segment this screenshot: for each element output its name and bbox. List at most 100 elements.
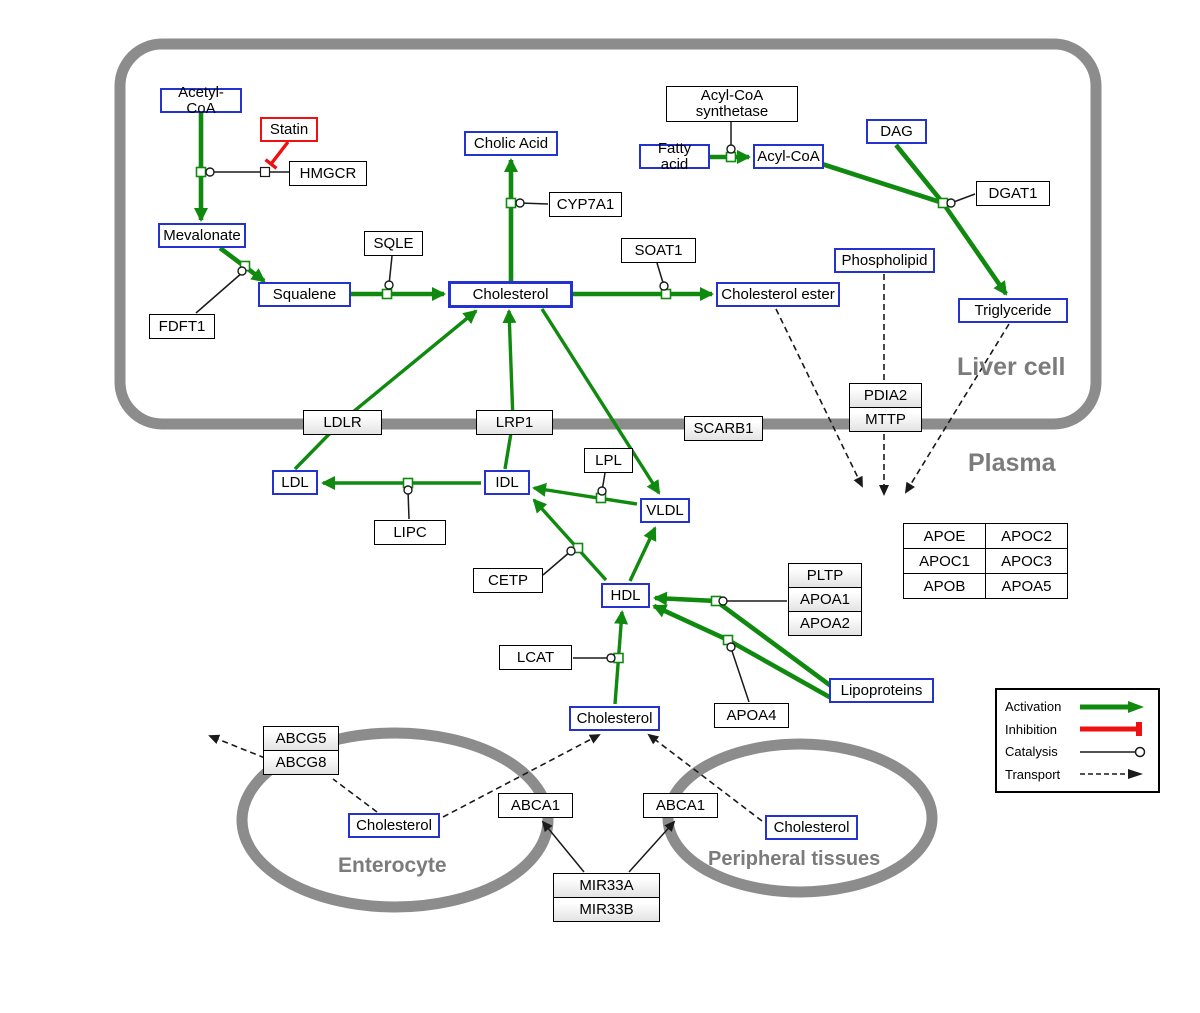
node-lpl[interactable]: LPL <box>584 448 633 473</box>
node-apoc3[interactable]: APOC3 <box>985 548 1068 574</box>
node-mir33a[interactable]: MIR33A <box>553 873 660 898</box>
edge-vldl-idl <box>532 482 638 506</box>
node-lipoproteins[interactable]: Lipoproteins <box>829 678 934 703</box>
node-triglyceride[interactable]: Triglyceride <box>958 298 1068 323</box>
node-vldl[interactable]: VLDL <box>640 498 690 523</box>
label-enterocyte: Enterocyte <box>338 854 447 877</box>
edge-hdl-idl <box>532 498 608 582</box>
edge-mir33-abca1-left <box>541 820 585 873</box>
node-acyl-coa-synthetase[interactable]: Acyl-CoA synthetase <box>666 86 798 122</box>
node-cetp[interactable]: CETP <box>473 568 543 593</box>
edge-peripheral-cholesterol-abca1 <box>647 733 763 822</box>
node-fdft1[interactable]: FDFT1 <box>149 314 215 339</box>
inhibition-tbar-icon <box>1080 722 1142 737</box>
label-peripheral-tissues: Peripheral tissues <box>708 848 881 870</box>
conversion-node <box>725 151 737 163</box>
catalysis-port <box>515 198 525 208</box>
node-cholesterol-plasma[interactable]: Cholesterol <box>569 706 660 731</box>
catalysis-port <box>384 280 394 290</box>
node-apoc2[interactable]: APOC2 <box>985 523 1068 549</box>
legend-row-inhibition: Inhibition <box>1005 721 1150 737</box>
node-acyl-coa[interactable]: Acyl-CoA <box>753 144 824 169</box>
edge-dgat1-triglyceride <box>941 201 1008 296</box>
node-cyp7a1[interactable]: CYP7A1 <box>549 192 622 217</box>
node-hdl[interactable]: HDL <box>601 583 650 608</box>
node-abcg8[interactable]: ABCG8 <box>263 750 339 775</box>
node-cholic-acid[interactable]: Cholic Acid <box>464 131 558 156</box>
node-dgat1[interactable]: DGAT1 <box>976 181 1050 206</box>
node-sqle[interactable]: SQLE <box>364 231 423 256</box>
conversion-node <box>660 288 672 300</box>
node-mevalonate[interactable]: Mevalonate <box>158 223 246 248</box>
node-abca1-right[interactable]: ABCA1 <box>643 793 718 818</box>
node-group-pdia2-mttp: PDIA2 MTTP <box>849 383 922 432</box>
node-squalene[interactable]: Squalene <box>258 282 351 307</box>
legend-catalysis-label: Catalysis <box>1005 744 1058 760</box>
conversion-node <box>195 166 207 178</box>
conversion-node <box>937 197 949 209</box>
node-lcat[interactable]: LCAT <box>499 645 572 670</box>
node-hmgcr[interactable]: HMGCR <box>289 161 367 186</box>
edge-apoa4-catalysis <box>730 647 750 703</box>
node-group-abcg5-abcg8: ABCG5 ABCG8 <box>263 726 339 775</box>
edge-cetp-catalysis <box>542 550 572 576</box>
catalysis-port <box>403 485 413 495</box>
node-mttp[interactable]: MTTP <box>849 407 922 432</box>
node-ldl[interactable]: LDL <box>272 470 318 495</box>
node-mir33b[interactable]: MIR33B <box>553 897 660 922</box>
table-row: APOE APOC2 <box>903 523 1068 549</box>
node-apoe[interactable]: APOE <box>903 523 986 549</box>
node-fatty-acid[interactable]: Fatty acid <box>639 140 710 172</box>
node-ldlr[interactable]: LDLR <box>303 410 382 435</box>
legend-transport-label: Transport <box>1005 766 1061 782</box>
node-cholesterol-enterocyte[interactable]: Cholesterol <box>348 813 440 838</box>
node-idl[interactable]: IDL <box>484 470 530 495</box>
statin-inhibition-bar <box>264 158 278 170</box>
catalysis-port <box>237 266 247 276</box>
table-row: APOC1 APOC3 <box>903 548 1068 574</box>
catalysis-port <box>726 642 736 652</box>
catalysis-port <box>946 198 956 208</box>
node-apoa5[interactable]: APOA5 <box>985 573 1068 599</box>
table-row: APOB APOA5 <box>903 573 1068 599</box>
node-scarb1[interactable]: SCARB1 <box>684 416 763 441</box>
node-lrp1[interactable]: LRP1 <box>476 410 553 435</box>
catalysis-port <box>726 144 736 154</box>
node-statin[interactable]: Statin <box>260 117 318 142</box>
node-group-mir33a-mir33b: MIR33A MIR33B <box>553 873 660 922</box>
label-liver-cell: Liver cell <box>957 353 1066 381</box>
node-abca1-left[interactable]: ABCA1 <box>498 793 573 818</box>
activation-edges <box>194 113 1008 705</box>
edge-cholesterol-vldl <box>540 308 661 495</box>
node-cholesterol-liver[interactable]: Cholesterol <box>448 281 573 308</box>
node-acetyl-coa[interactable]: Acetyl-CoA <box>160 84 242 116</box>
legend: Activation Inhibition Catalysis Transpor… <box>995 688 1160 793</box>
node-apoa2[interactable]: APOA2 <box>788 611 862 636</box>
node-lipc[interactable]: LIPC <box>374 520 446 545</box>
node-apob[interactable]: APOB <box>903 573 986 599</box>
node-phospholipid[interactable]: Phospholipid <box>834 248 935 273</box>
edge-hdl-vldl <box>628 526 657 582</box>
node-abcg5[interactable]: ABCG5 <box>263 726 339 751</box>
legend-row-transport: Transport <box>1005 766 1150 782</box>
node-apoc1[interactable]: APOC1 <box>903 548 986 574</box>
node-soat1[interactable]: SOAT1 <box>621 238 696 263</box>
legend-activation-label: Activation <box>1005 699 1062 715</box>
catalysis-port <box>566 546 576 556</box>
regulation-edges <box>541 820 676 873</box>
catalysis-port <box>205 167 215 177</box>
node-apoa4[interactable]: APOA4 <box>714 703 789 728</box>
node-cholesterol-ester[interactable]: Cholesterol ester <box>716 282 840 307</box>
node-group-pltp-apoa1-apoa2: PLTP APOA1 APOA2 <box>788 563 862 636</box>
edge-fdft1-catalysis <box>195 271 244 314</box>
node-cholesterol-peripheral[interactable]: Cholesterol <box>765 815 858 840</box>
node-apoa1[interactable]: APOA1 <box>788 587 862 612</box>
catalysis-ports <box>205 144 956 663</box>
node-dag[interactable]: DAG <box>866 119 927 144</box>
node-pltp[interactable]: PLTP <box>788 563 862 588</box>
node-pdia2[interactable]: PDIA2 <box>849 383 922 408</box>
catalysis-port <box>597 486 607 496</box>
edge-statin-inhibition <box>269 140 290 166</box>
